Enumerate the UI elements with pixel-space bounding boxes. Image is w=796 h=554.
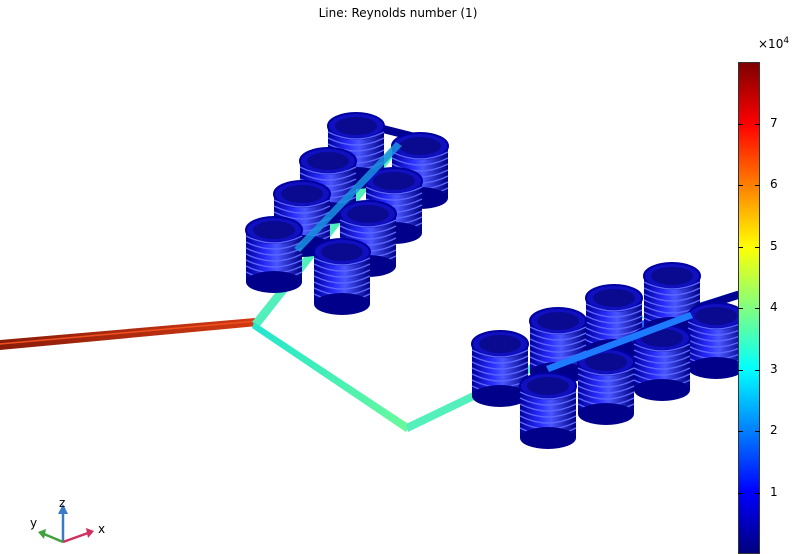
colorbar-tick-label: 2 [770, 423, 778, 437]
colorbar-tick-label: 3 [770, 361, 778, 376]
colorbar-tick-mark [738, 123, 743, 125]
coil-cluster-lower [471, 262, 745, 450]
colorbar-tick-mark [738, 308, 743, 309]
colorbar-tick-mark [738, 369, 743, 371]
colorbar-tick-mark [755, 185, 760, 186]
triad-label-z: z [59, 496, 66, 510]
triad-label-y: y [30, 516, 38, 530]
coil-cluster-upper [245, 112, 449, 316]
triad-label-x: x [98, 522, 106, 536]
axis-triad [38, 504, 94, 544]
colorbar-tick-mark [738, 431, 743, 432]
colorbar-tick-mark [738, 185, 743, 186]
colorbar-tick-mark [755, 369, 760, 371]
colorbar-tick-label: 4 [770, 300, 778, 314]
colorbar-tick-mark [738, 246, 743, 248]
colorbar-tick-mark [755, 308, 760, 309]
colorbar-tick-label: 7 [770, 115, 778, 130]
plot-title: Line: Reynolds number (1) [318, 6, 478, 20]
colorbar-tick-mark [755, 431, 760, 432]
colorbar-tick-label: 6 [770, 177, 778, 191]
colorbar-tick-mark [738, 492, 743, 494]
colorbar-tick-label: 1 [770, 484, 778, 499]
colorbar-tick-mark [755, 246, 760, 248]
inlet-pipe [0, 318, 258, 350]
colorbar-tick-label: 5 [770, 238, 778, 253]
colorbar-tick-mark [755, 123, 760, 125]
colorbar-tick-mark [755, 492, 760, 494]
branch-pipe-down [252, 322, 410, 432]
colorbar-multiplier: ×104 [758, 36, 790, 51]
